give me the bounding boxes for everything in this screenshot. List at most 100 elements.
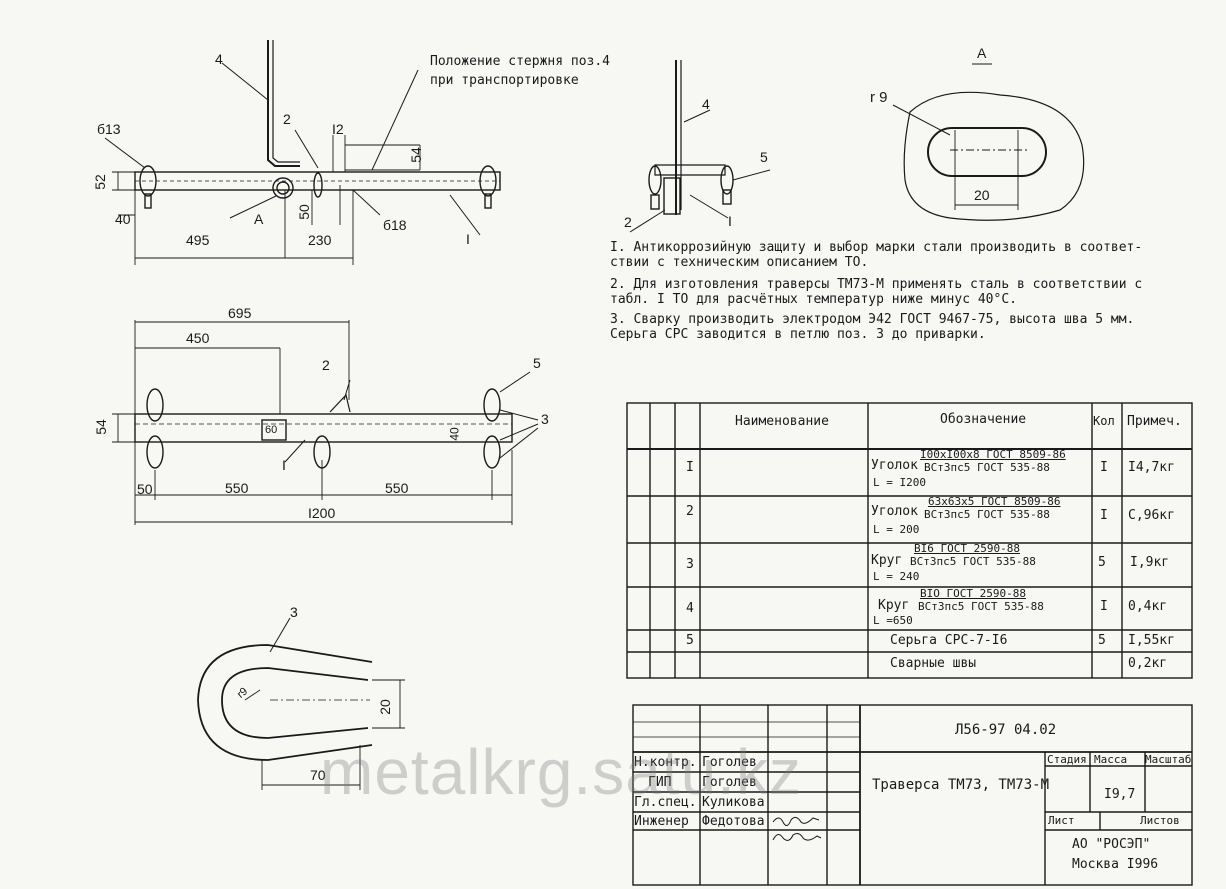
note-line: ствии с техническим описанием ТО. bbox=[610, 255, 869, 270]
table-row-length: L = 240 bbox=[873, 570, 920, 583]
front-view-dim-450: 450 bbox=[186, 330, 210, 346]
front-view-dim-60: 60 bbox=[265, 424, 278, 436]
front-view-dim-1200: I200 bbox=[308, 505, 336, 521]
front-view-dim-50: 50 bbox=[137, 481, 153, 497]
table-row-qty: 5 bbox=[1098, 633, 1106, 648]
table-row-numerator: I00хI00х8 ГОСТ 8509-86 bbox=[920, 448, 1066, 461]
role-label: ГИП bbox=[648, 775, 672, 790]
table-row-note: I,9кг bbox=[1130, 555, 1170, 570]
table-row-qty: I bbox=[1100, 599, 1108, 614]
top-view-dim-50: 50 bbox=[295, 204, 312, 220]
stage-label: Стадия bbox=[1047, 753, 1087, 766]
detail-a-drawing bbox=[892, 63, 1085, 221]
top-view-drawing bbox=[104, 40, 501, 265]
table-row-length: L =650 bbox=[873, 614, 913, 627]
side-view-drawing bbox=[629, 60, 771, 233]
side-view-label-1: I bbox=[728, 213, 732, 229]
table-row-pos: I bbox=[686, 460, 694, 475]
table-row-prefix: Уголок bbox=[871, 504, 918, 519]
top-view-dim-52: 52 bbox=[91, 174, 108, 190]
front-view-dim-54: 54 bbox=[92, 419, 109, 435]
detail-a-radius: r 9 bbox=[870, 89, 888, 106]
top-view-dim-d18: б18 bbox=[383, 217, 407, 233]
doc-code: Л56-97 04.02 bbox=[955, 722, 1057, 738]
table-row-pos: 3 bbox=[686, 557, 694, 572]
mass-label: Масса bbox=[1094, 753, 1128, 766]
table-row-numerator: BIO ГОСТ 2590-88 bbox=[920, 587, 1026, 600]
front-view-label-2: 2 bbox=[322, 357, 330, 373]
drawing-title: Траверса ТМ73, ТМ73-М bbox=[872, 777, 1050, 793]
mass-value: I9,7 bbox=[1104, 787, 1136, 802]
table-header-note: Примеч. bbox=[1127, 414, 1182, 429]
table-row-denominator: ВСт3пс5 ГОСТ 535-88 bbox=[924, 508, 1050, 521]
table-row-note: I4,7кг bbox=[1128, 460, 1175, 475]
table-row-qty: I bbox=[1100, 460, 1108, 475]
role-name: Федотова bbox=[702, 814, 765, 829]
table-row-note: С,96кг bbox=[1128, 508, 1175, 523]
top-view-label-1: I bbox=[466, 231, 470, 247]
side-view-label-2: 2 bbox=[624, 214, 632, 230]
table-row-note: 0,2кг bbox=[1128, 656, 1168, 671]
sheet-label: Лист bbox=[1048, 814, 1075, 827]
table-row-pos: 2 bbox=[686, 504, 694, 519]
signature-fedotova bbox=[772, 833, 822, 841]
front-view-drawing bbox=[112, 320, 539, 525]
side-view-label-4: 4 bbox=[702, 96, 710, 112]
scale-label: Масштаб bbox=[1145, 753, 1192, 766]
table-row-length: L = 200 bbox=[873, 523, 920, 536]
front-view-label-5: 5 bbox=[533, 355, 541, 371]
top-view-label-4: 4 bbox=[215, 51, 223, 67]
table-row-denominator: ВСт3пс5 ГОСТ 535-88 bbox=[910, 555, 1036, 568]
city-year: Москва I996 bbox=[1072, 857, 1159, 872]
table-row-note: I,55кг bbox=[1128, 633, 1175, 648]
role-name: Куликова bbox=[702, 795, 765, 810]
organization: АО "РОСЭП" bbox=[1072, 837, 1151, 852]
front-view-dim-40: 40 bbox=[447, 427, 462, 441]
table-row-length: L = I200 bbox=[873, 476, 926, 489]
role-label: Гл.спец. bbox=[634, 795, 697, 810]
table-header-designation: Обозначение bbox=[940, 412, 1027, 427]
table-row-note: 0,4кг bbox=[1128, 599, 1168, 614]
top-view-dim-40: 40 bbox=[115, 211, 131, 227]
table-row-length: Сварные швы bbox=[890, 656, 977, 671]
top-view-dim-d13: б13 bbox=[97, 121, 121, 137]
note-line: 2. Для изготовления траверсы ТМ73-М прим… bbox=[610, 277, 1143, 292]
table-row-pos: 4 bbox=[686, 601, 694, 616]
role-label: Н.контр. bbox=[634, 755, 697, 770]
side-view-label-5: 5 bbox=[760, 149, 768, 165]
note-line: I. Антикоррозийную защиту и выбор марки … bbox=[610, 240, 1143, 255]
loop-view-dim-70: 70 bbox=[310, 767, 326, 783]
table-row-numerator: 63х63х5 ГОСТ 8509-86 bbox=[928, 495, 1061, 508]
detail-a-title: A bbox=[977, 45, 987, 61]
loop-view-drawing bbox=[197, 617, 405, 790]
table-header-name: Наименование bbox=[735, 414, 829, 429]
front-view-dim-550b: 550 bbox=[385, 480, 409, 496]
table-row-qty: 5 bbox=[1098, 555, 1106, 570]
loop-view-label-3: 3 bbox=[290, 604, 298, 620]
top-view-label-a: A bbox=[254, 211, 264, 227]
front-view-dim-550a: 550 bbox=[225, 480, 249, 496]
front-view-label-1: I bbox=[282, 457, 286, 473]
signature-kulikova bbox=[772, 816, 820, 826]
top-view-note-line1: Положение стержня поз.4 bbox=[430, 54, 611, 69]
loop-view-dim-20: 20 bbox=[376, 699, 393, 715]
role-label: Инженер bbox=[634, 814, 689, 829]
table-row-prefix: Круг bbox=[878, 598, 910, 613]
detail-a-dim-20: 20 bbox=[974, 187, 990, 203]
table-row-denominator: ВСт3пс5 ГОСТ 535-88 bbox=[918, 600, 1044, 613]
title-block-grid bbox=[632, 704, 1193, 886]
top-view-dim-495: 495 bbox=[186, 232, 210, 248]
note-line: 3. Сварку производить электродом Э42 ГОС… bbox=[610, 312, 1135, 327]
top-view-label-2: 2 bbox=[283, 111, 291, 127]
table-row-qty: I bbox=[1100, 508, 1108, 523]
table-row-pos: 5 bbox=[686, 633, 694, 648]
role-name: Гоголев bbox=[702, 775, 757, 790]
table-row-prefix: Уголок bbox=[871, 458, 918, 473]
table-row-prefix: Круг bbox=[871, 553, 903, 568]
table-row-length: Серьга СРС-7-I6 bbox=[890, 633, 1008, 648]
front-view-dim-695: 695 bbox=[228, 305, 252, 321]
table-row-denominator: ВСт3пс5 ГОСТ 535-88 bbox=[924, 461, 1050, 474]
top-view-note-line2: при транспортировке bbox=[430, 73, 579, 88]
watermark: metalkrg.satu.kz bbox=[320, 736, 802, 808]
